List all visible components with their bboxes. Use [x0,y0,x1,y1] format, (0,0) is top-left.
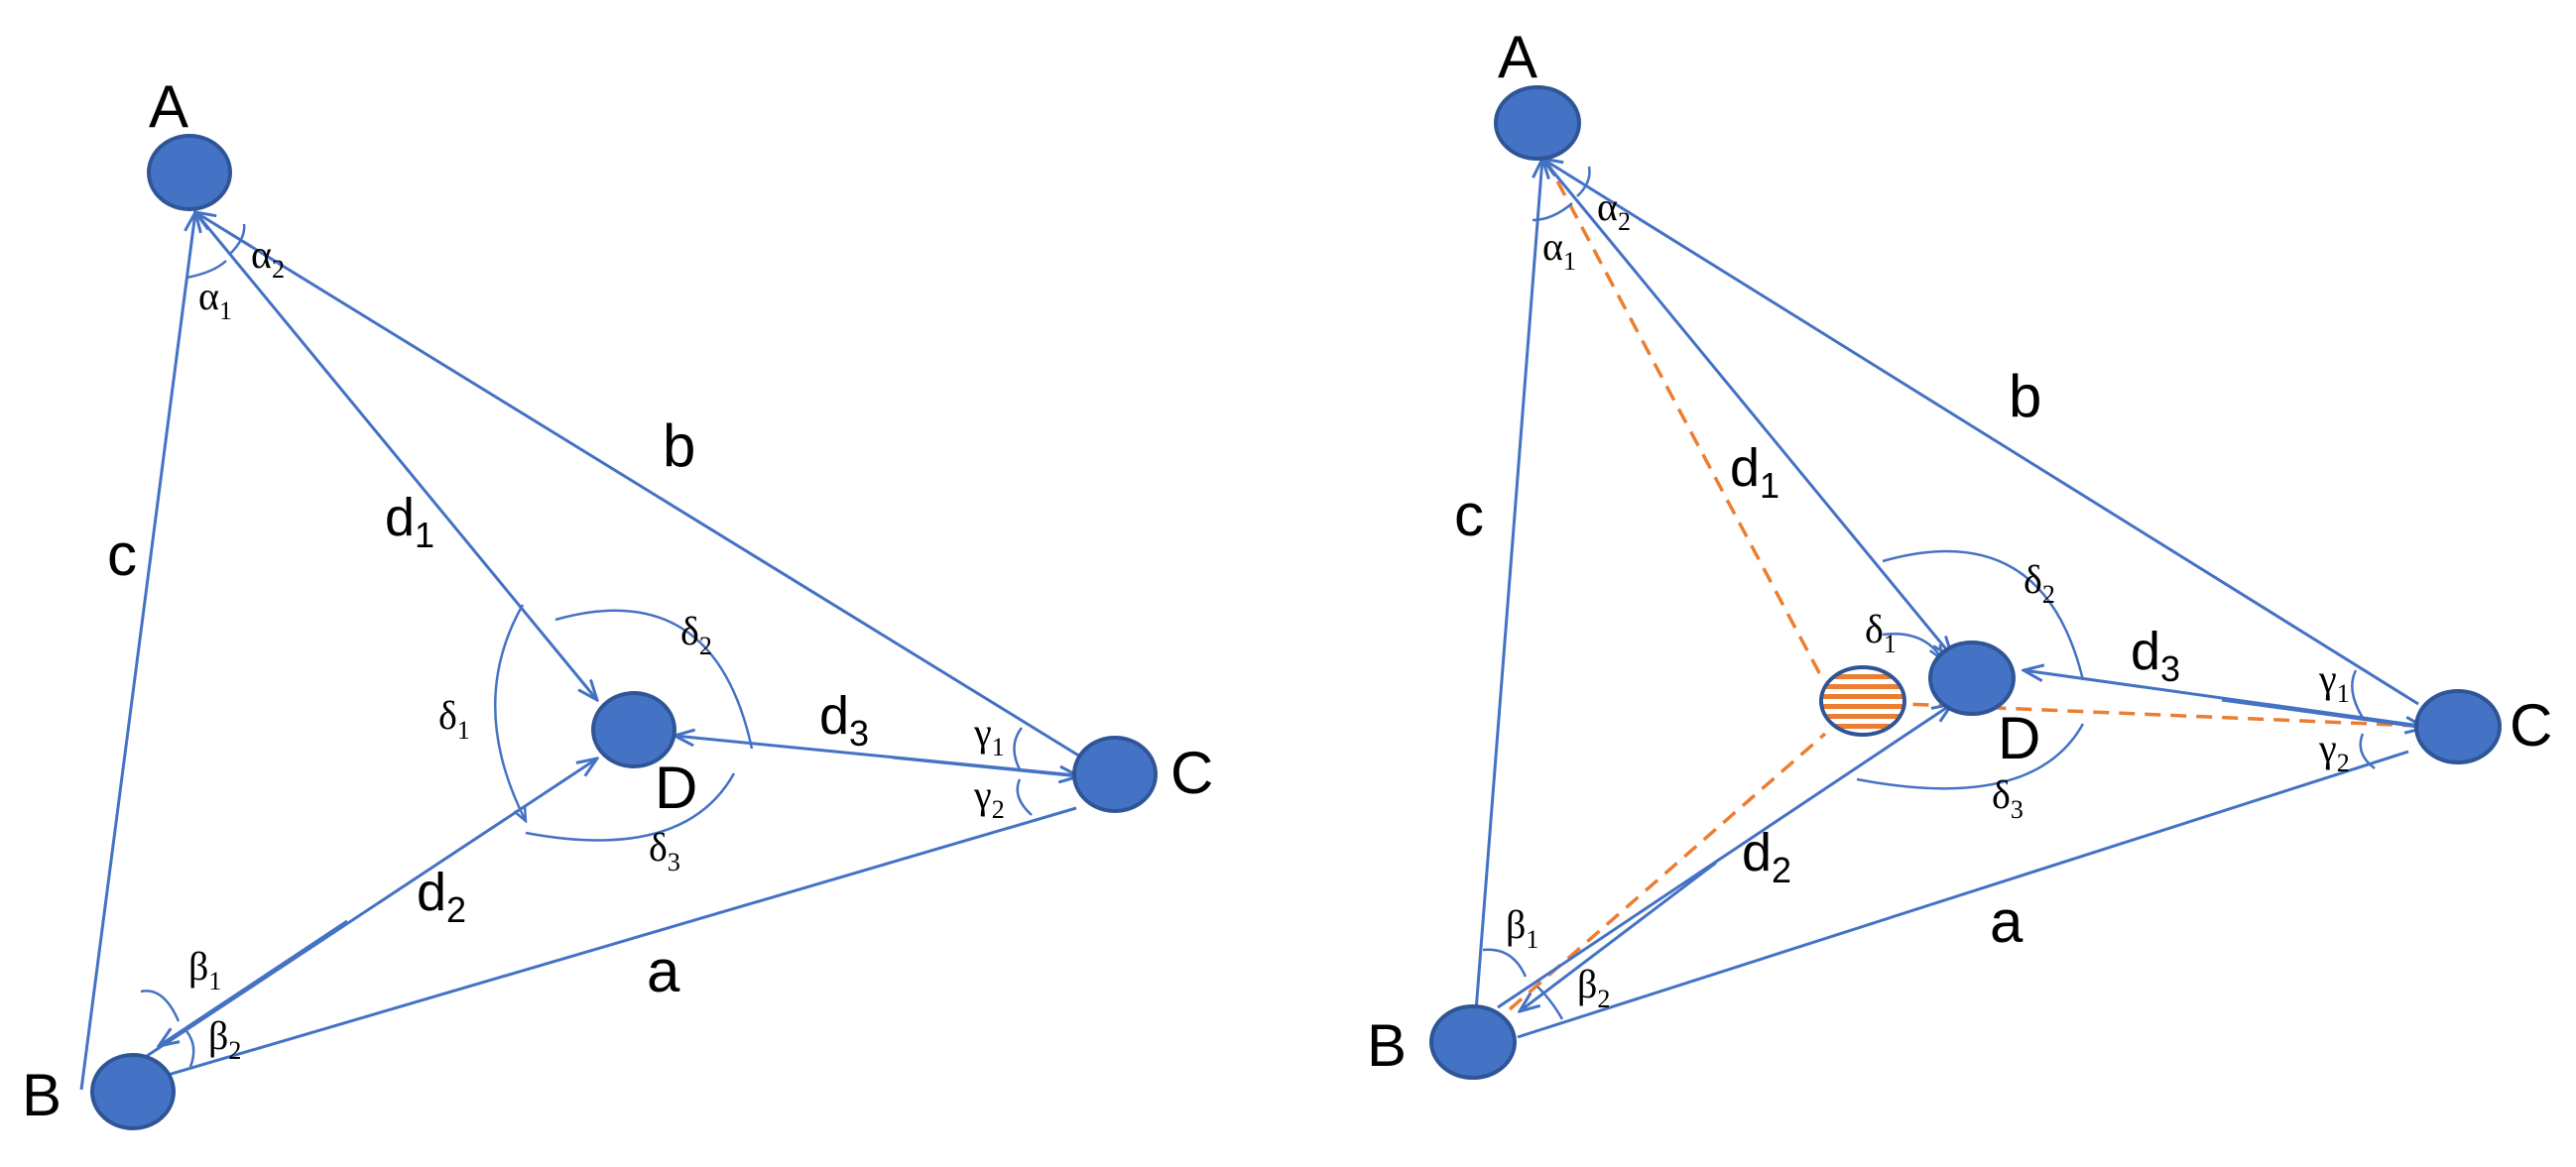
right-line-d3 [2024,670,2421,728]
right-arc-alpha2 [1576,166,1591,197]
right-label-delta1: δ1 [1865,607,1897,658]
left-arc-alpha1 [185,260,227,280]
left-side-c [79,212,195,1091]
right-side-c [1474,159,1542,1012]
right-dash-B-E [1508,732,1827,1011]
right-line-d3-back [2221,698,2425,728]
left-label-gamma2: γ2 [973,772,1005,824]
left-label-delta3: δ3 [649,825,680,876]
right-label-d2: d2 [1742,823,1791,890]
right-label-beta2: β2 [1577,962,1610,1013]
left-arc-delta3 [525,772,736,842]
right-arc-gamma1 [2351,669,2365,719]
right-estimated-position-marker [1819,665,1906,737]
left-node-B [90,1053,176,1130]
right-label-delta3: δ3 [1992,772,2024,824]
right-label-alpha2: α2 [1597,184,1631,236]
right-label-side-b: b [2009,363,2041,429]
left-line-d1 [193,211,597,700]
left-label-alpha2: α2 [251,232,285,284]
right-side-b [1542,159,2419,706]
left-label-alpha1: α1 [198,274,232,325]
left-node-A [147,134,232,211]
left-line-d2-back [159,919,348,1046]
right-arc-gamma2 [2359,733,2376,769]
left-label-D: D [655,755,697,821]
right-arc-beta1 [1482,948,1528,978]
right-line-d1 [1540,158,1952,656]
left-line-d3-back [892,756,1079,776]
left-label-beta2: β2 [208,1013,241,1065]
left-arc-delta2 [554,609,754,750]
right-label-side-c: c [1454,482,1484,548]
left-label-d1: d1 [385,488,434,555]
right-panel: A B C D c b a d1 d2 d3 α1 α2 β1 β2 γ1 γ2… [1367,24,2552,1080]
left-arc-gamma1 [1013,727,1024,770]
left-side-b [195,212,1112,777]
right-label-d3: d3 [2131,622,2180,689]
right-label-C: C [2510,692,2552,759]
right-label-B: B [1367,1012,1407,1079]
left-arc-gamma2 [1016,778,1033,816]
right-label-gamma2: γ2 [2318,726,2350,777]
left-side-a [113,806,1077,1093]
right-node-B [1429,1004,1517,1080]
left-arc-alpha2 [229,223,246,255]
left-label-side-c: c [107,522,137,588]
right-arc-alpha1 [1532,202,1573,222]
left-label-side-a: a [647,938,680,1004]
right-label-gamma1: γ1 [2318,656,2350,708]
right-line-d2 [1497,704,1952,1009]
left-panel: A B C D c b a d1 d2 d3 α1 α2 β1 β2 γ1 γ2… [22,73,1213,1130]
right-arc-beta2 [1536,986,1564,1020]
left-label-beta1: β1 [188,944,221,995]
left-node-D [591,691,676,768]
right-label-D: D [1998,705,2040,771]
right-side-a [1517,750,2409,1039]
right-label-A: A [1498,24,1537,90]
left-label-d2: d2 [417,863,466,930]
left-label-gamma1: γ1 [973,710,1005,761]
right-label-side-a: a [1990,888,2024,955]
right-node-D [1928,641,2016,716]
left-label-C: C [1170,740,1213,806]
left-arc-beta2 [184,1030,195,1068]
right-arc-delta2 [1882,549,2085,681]
left-line-d2 [146,759,597,1058]
left-label-d3: d3 [819,686,869,754]
right-label-delta2: δ2 [2024,557,2055,609]
left-label-delta2: δ2 [680,609,712,660]
right-node-C [2414,689,2502,764]
right-node-A [1494,85,1581,161]
right-label-d1: d1 [1730,438,1779,506]
left-label-A: A [149,73,188,140]
right-label-beta1: β1 [1506,902,1538,954]
left-label-B: B [22,1062,61,1128]
left-label-side-b: b [663,412,695,479]
right-label-alpha1: α1 [1542,224,1576,276]
left-node-C [1072,736,1158,813]
right-dash-A-E [1543,158,1825,681]
left-arc-beta1 [140,990,181,1022]
right-dash-C-E [1903,702,2419,728]
right-line-d2-back [1520,861,1717,1011]
right-arc-delta3 [1856,723,2085,790]
left-label-delta1: δ1 [438,693,470,745]
left-arc-delta1 [494,604,526,821]
